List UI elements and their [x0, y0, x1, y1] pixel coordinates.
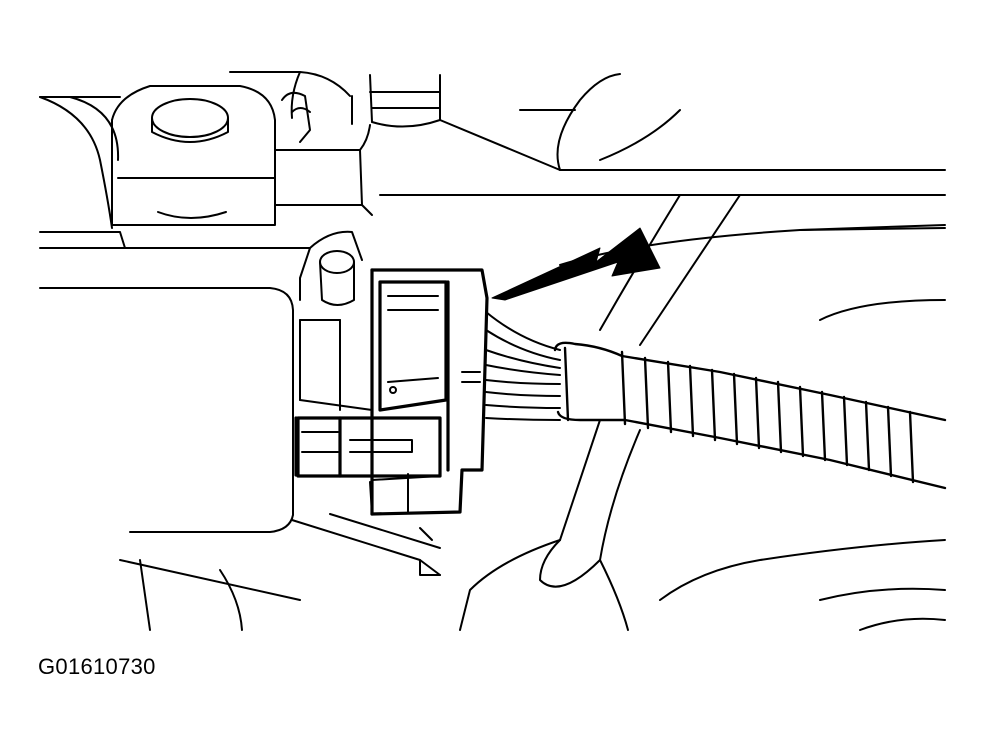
- wire-loom: [553, 341, 947, 490]
- wire-bundle: [485, 311, 561, 421]
- lower-components: [119, 194, 946, 631]
- mount-bracket: [39, 230, 373, 533]
- sensor-housing: [111, 85, 373, 226]
- upper-panel-outline: [39, 71, 946, 249]
- connector-details: [301, 295, 481, 515]
- figure-code: G01610730: [38, 654, 156, 679]
- indicator-arrow-icon: [491, 227, 661, 301]
